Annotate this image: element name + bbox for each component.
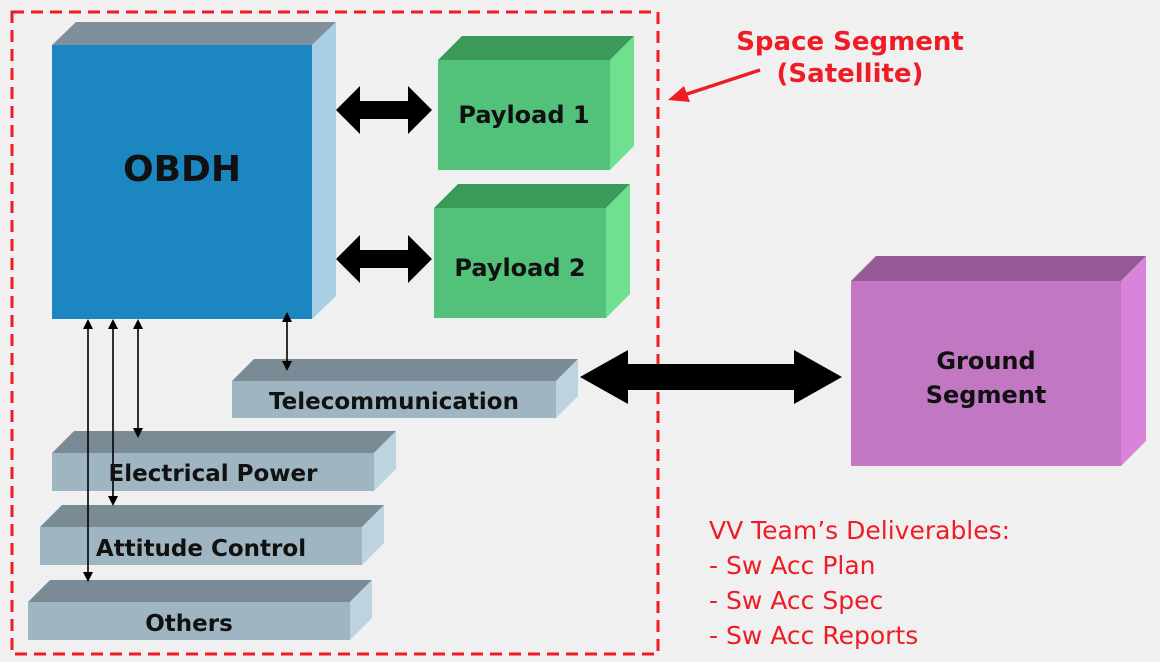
deliverable-item: - Sw Acc Plan [709,551,876,580]
obdh-block [52,22,336,319]
obdh-attitude-control-link-head-top [108,319,118,329]
space-segment-pointer-shaft [683,68,761,97]
obdh-payload-2-arrow [336,235,432,283]
telecommunication-front-face [232,381,556,418]
payload-2-label: Payload 2 [454,254,586,282]
obdh-side-face [312,22,336,319]
obdh-front-face [52,45,312,319]
obdh-attitude-control-link-head-bottom [108,496,118,506]
telecommunication-label: Telecommunication [269,389,519,415]
others-front-face [28,602,350,640]
space-segment-pointer-arrow [668,68,761,102]
electrical-power-label: Electrical Power [108,461,318,487]
electrical-power-side-face [374,431,396,491]
telecommunication-side-face [556,359,578,418]
attitude-control-top-face [40,505,384,527]
obdh-label: OBDH [122,149,242,190]
ground-segment-top-face [851,256,1146,281]
obdh-top-face [52,22,336,45]
ground-segment-label: Ground Segment [851,344,1121,412]
payload-1-side-face [610,36,634,170]
attitude-control-side-face [362,505,384,565]
attitude-control-front-face [40,527,362,565]
space-segment-title-line-1: Space Segment [736,27,964,57]
ground-segment-label-line-2: Segment [925,381,1047,409]
ground-segment-side-face [1121,256,1146,466]
ground-segment-label-line-1: Ground [936,347,1036,375]
space-segment-boundary [10,10,660,656]
others-block [28,580,372,640]
payload-2-top-face [434,184,630,208]
space-segment-pointer-head [668,86,690,102]
electrical-power-top-face [52,431,396,453]
payload-1-label: Payload 1 [458,101,590,129]
space-segment-title-line-2: (Satellite) [776,59,924,89]
attitude-control-block [40,505,384,565]
telecommunication-top-face [232,359,578,381]
telecom-ground-arrow [580,350,842,404]
thin-connector-arrows [83,312,292,582]
ground-segment-front-face [851,281,1121,466]
obdh-telecom-link-head-bottom [282,361,292,371]
obdh-others-link-head-top [83,319,93,329]
payload-2-block [434,184,630,318]
others-side-face [350,580,372,640]
others-top-face [28,580,372,602]
payload-1-top-face [438,36,634,60]
attitude-control-label: Attitude Control [95,536,307,562]
deliverables-heading: VV Team’s Deliverables: [709,516,1011,545]
payload-1-block [438,36,634,170]
deliverable-item: - Sw Acc Reports [709,621,919,650]
payload-1-front-face [438,60,610,170]
space-segment-title: Space Segment (Satellite) [700,26,1000,90]
payload-2-side-face [606,184,630,318]
ground-segment-block [851,256,1146,466]
obdh-electrical-power-link-head-bottom [133,428,143,438]
others-label: Others [145,611,233,637]
telecommunication-block [232,359,578,418]
obdh-others-link-head-bottom [83,572,93,582]
electrical-power-front-face [52,453,374,491]
deliverable-item: - Sw Acc Spec [709,586,884,615]
payload-2-front-face [434,208,606,318]
obdh-electrical-power-link-head-top [133,319,143,329]
obdh-payload-1-arrow [336,86,432,134]
obdh-telecom-link-head-top [282,312,292,322]
deliverables-list: VV Team’s Deliverables: - Sw Acc Plan - … [709,513,1010,653]
